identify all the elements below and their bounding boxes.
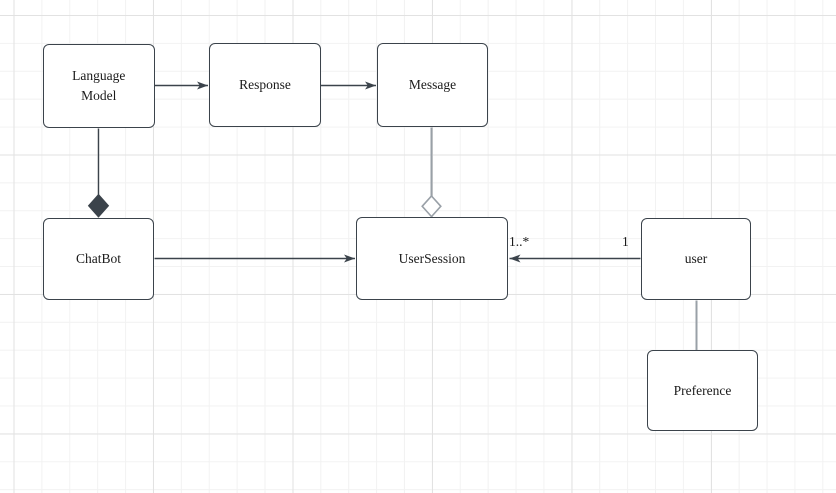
edge-message-usersession-aggregation[interactable] bbox=[421, 127, 442, 218]
multiplicity-label-user-end: 1 bbox=[622, 234, 629, 249]
node-preference[interactable]: Preference bbox=[647, 350, 758, 431]
node-label: Language Model bbox=[72, 68, 126, 103]
node-language-model[interactable]: Language Model bbox=[43, 44, 155, 128]
node-label: UserSession bbox=[398, 250, 466, 266]
node-usersession[interactable]: UserSession bbox=[356, 217, 508, 300]
node-message[interactable]: Message bbox=[377, 43, 488, 127]
node-label: ChatBot bbox=[75, 251, 121, 266]
node-chatbot[interactable]: ChatBot bbox=[43, 218, 154, 300]
multiplicity-label-usersession-end: 1..* bbox=[509, 234, 530, 249]
node-response[interactable]: Response bbox=[209, 43, 321, 127]
composition-diamond-icon bbox=[87, 193, 110, 218]
node-user[interactable]: user bbox=[641, 218, 751, 300]
node-label: Preference bbox=[673, 382, 732, 398]
node-label: Response bbox=[239, 77, 291, 92]
edge-languagemodel-chatbot-composition[interactable] bbox=[87, 128, 110, 218]
node-label: user bbox=[684, 251, 708, 266]
aggregation-diamond-icon bbox=[421, 194, 442, 218]
node-label: Message bbox=[408, 77, 457, 92]
